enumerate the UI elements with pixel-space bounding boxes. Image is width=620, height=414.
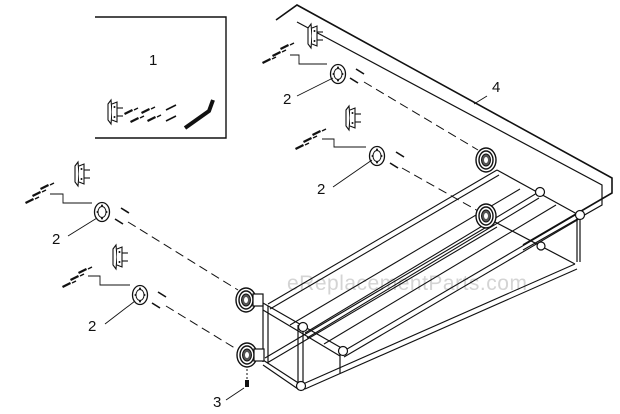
wall-outline — [275, 4, 613, 251]
callout-2-upper-mid: 2 — [317, 181, 325, 198]
mount-set-upper-mid — [294, 105, 405, 169]
callout-labels: 1 2 2 2 2 3 4 — [52, 52, 500, 411]
watermark-text: eReplacementParts.com — [287, 272, 527, 295]
mount-set-left-upper — [24, 161, 130, 225]
rosette-flanges — [235, 147, 497, 368]
mount-set-left-lower — [61, 244, 167, 309]
callout-2-left-lower: 2 — [88, 318, 96, 335]
callout-2-left-upper: 2 — [52, 231, 60, 248]
allen-key — [183, 99, 215, 130]
leader-lines — [67, 77, 488, 401]
mount-set-upper-right — [261, 23, 365, 85]
set-screw — [245, 369, 249, 387]
towel-rack — [262, 169, 586, 392]
anchor-screws-detail — [123, 104, 177, 124]
callout-2-upper-right: 2 — [283, 91, 291, 108]
callout-4: 4 — [492, 79, 500, 96]
detail-box-part-1 — [95, 16, 227, 139]
alignment-lines — [127, 81, 481, 351]
callout-1: 1 — [149, 52, 157, 69]
callout-3: 3 — [213, 394, 221, 411]
